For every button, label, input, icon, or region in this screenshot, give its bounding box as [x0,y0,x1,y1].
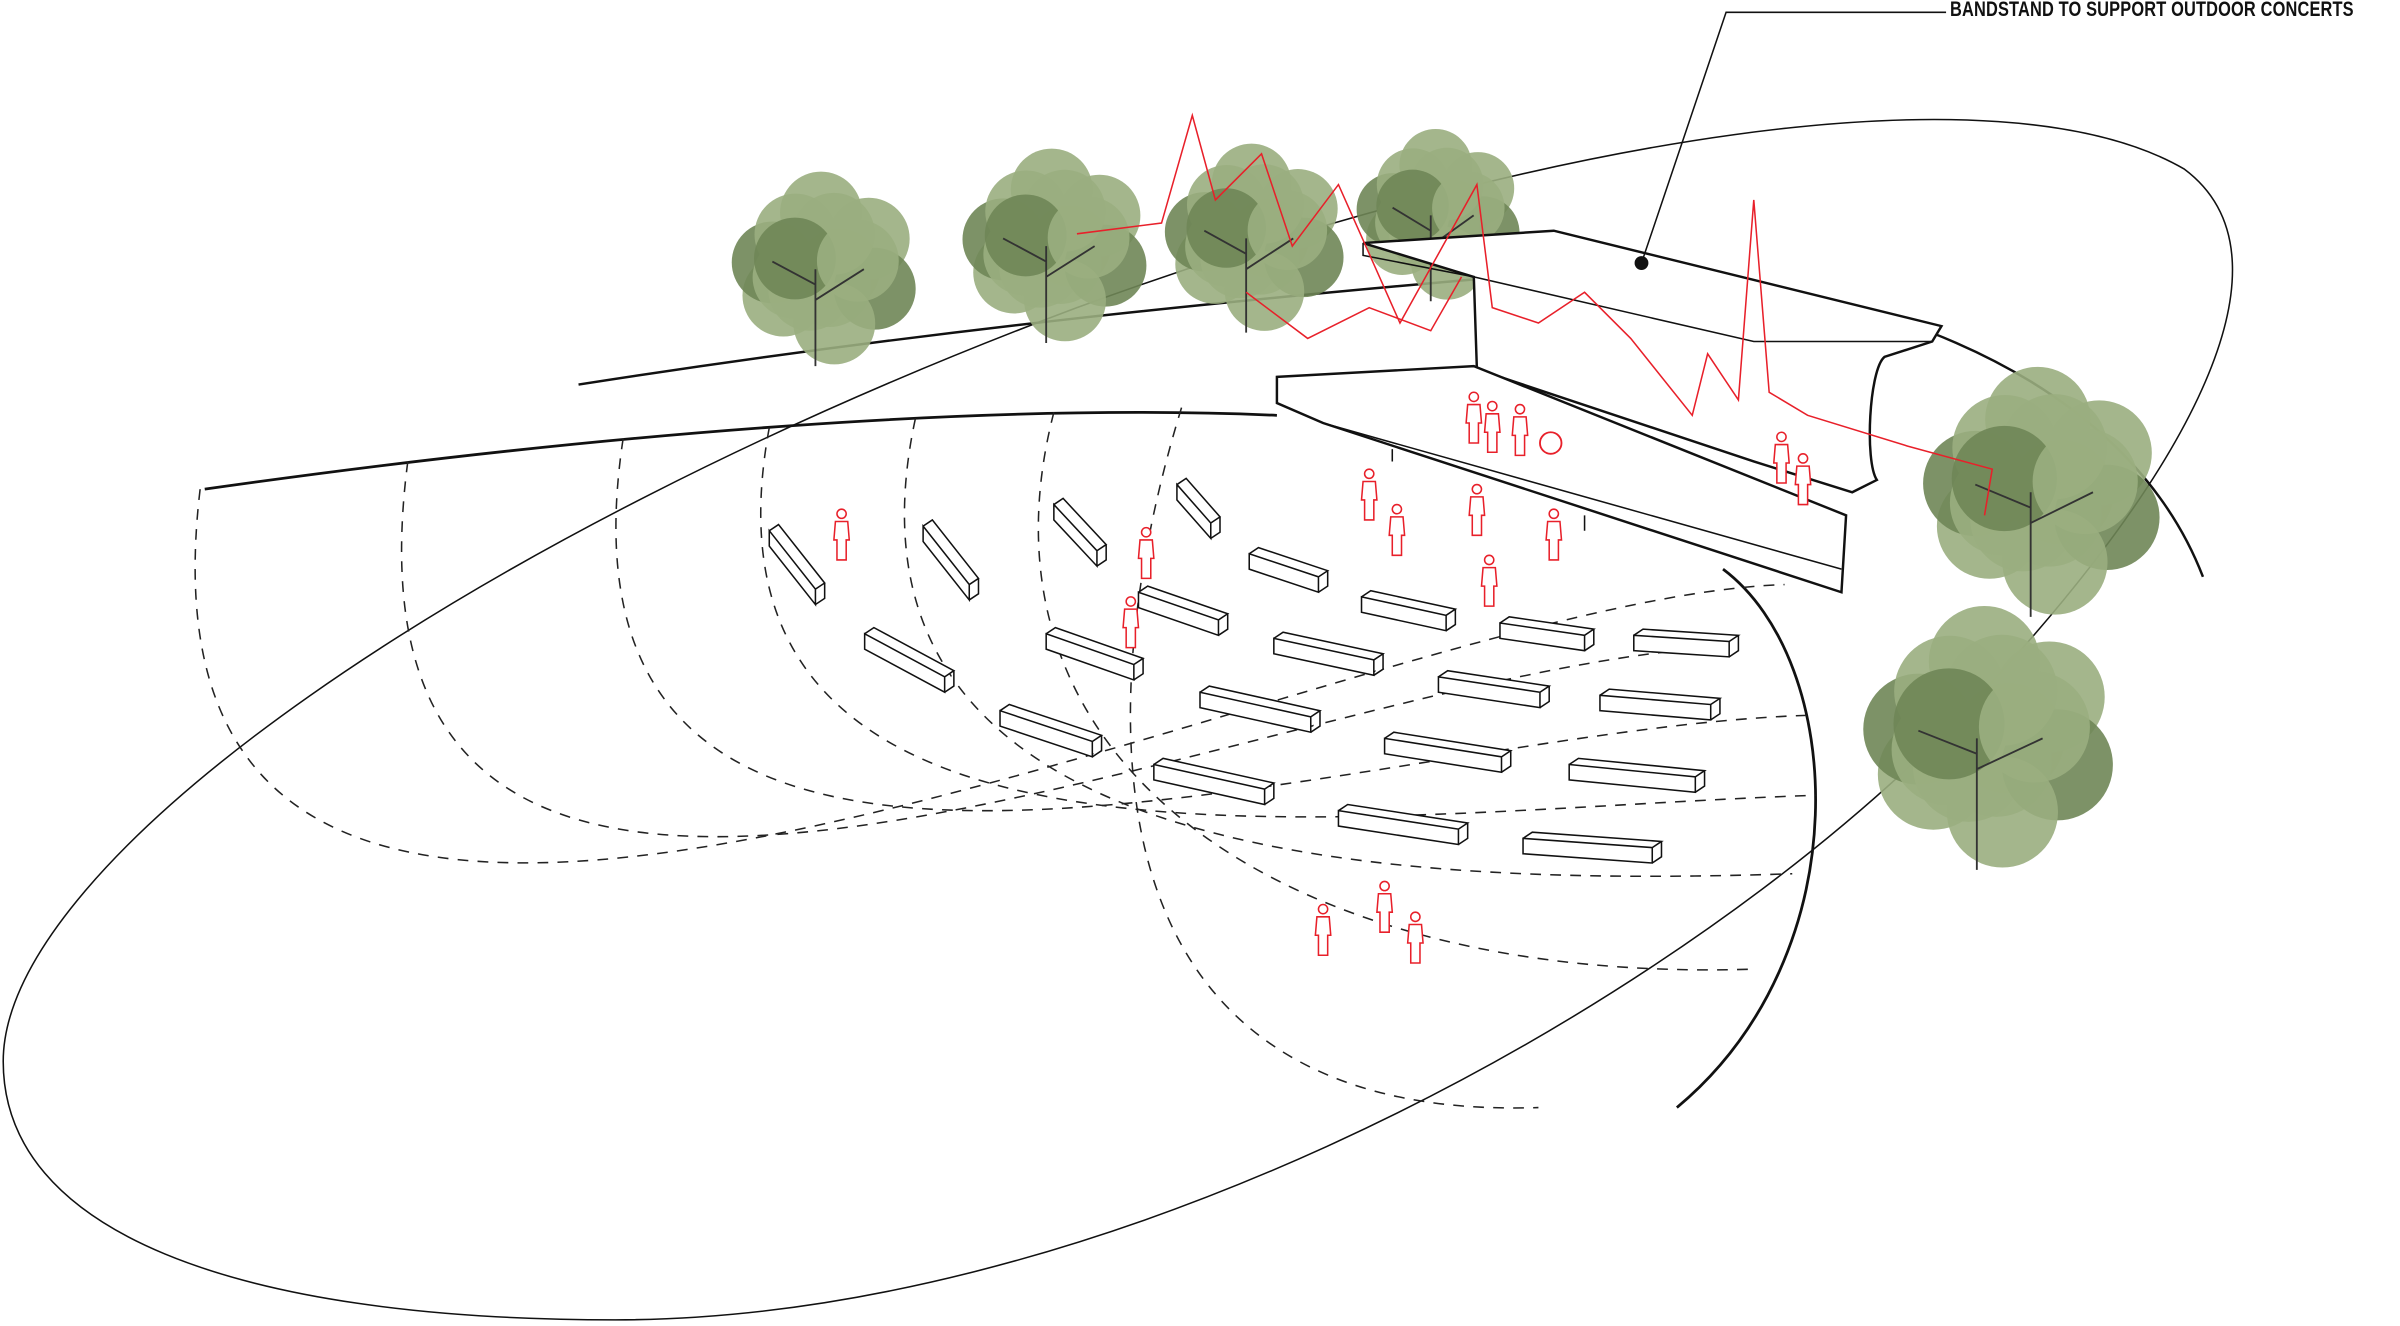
site-boundary-ellipse [2,118,2234,1321]
bench [1153,757,1276,806]
people-group [833,391,1812,964]
person-figure [1137,526,1155,580]
tree-trunk [1974,483,2094,617]
bench [1137,585,1230,637]
bench [1045,626,1145,682]
tree [731,171,916,367]
bench [1599,688,1723,721]
tree-trunk [1203,229,1294,333]
lawn-edge-line [204,411,1277,491]
tree-trunk [1002,237,1096,344]
tree-canopy-blob [1224,251,1305,331]
seating-arc [760,427,1816,818]
bench [1437,669,1552,709]
seating-arc [615,438,1808,812]
bench [1053,497,1108,569]
person-figure [1465,391,1483,444]
tree-canopy-blob [1432,171,1505,245]
tree [1923,366,2160,617]
tree-canopy-blob [1946,756,2058,868]
bench [1337,803,1470,846]
seating-arc [400,461,1739,838]
bench [999,703,1104,758]
leader-line [1640,11,1947,264]
bench [1568,757,1707,794]
person-figure [1406,911,1424,964]
person-figure [1360,468,1378,521]
tree-trunk [771,260,865,367]
person-figure [1122,596,1140,649]
bench [922,518,980,603]
seating-arc [1037,412,1754,971]
person-figure [833,508,851,561]
bench [1633,628,1741,658]
bench [1248,546,1330,594]
person-figure [1772,431,1790,484]
tree-trunk [1918,729,2043,870]
bench [1499,616,1596,652]
person-figure [1376,880,1394,933]
bench [1522,831,1664,864]
tree-canopy-blob [816,219,899,302]
tree-canopy-blob [1024,259,1106,342]
person-figure [1483,400,1501,454]
seating-arc [194,489,1785,864]
drum-kit [1539,431,1563,455]
seating-arcs [194,407,1816,1109]
bandstand-callout-label: BANDSTAND TO SUPPORT OUTDOOR CONCERTS [1950,0,2354,21]
bench [1176,477,1222,541]
bench [1360,589,1458,632]
person-figure [1468,483,1486,537]
person-figure [1511,403,1529,457]
person-figure [1314,903,1332,957]
bandstand [1275,229,1944,594]
lawn-edge-right [1675,568,1817,1109]
tree-canopy-blob [793,282,876,365]
leader-dot [1634,256,1649,270]
person-figure [1480,554,1498,607]
tree-canopy-blob [1047,196,1130,279]
sound-lines [1076,112,1994,516]
tree [962,148,1147,344]
bench [768,523,826,607]
person-figure [1545,508,1563,561]
trees-group [731,128,2160,870]
person-figure [1388,503,1406,557]
person-figure [1794,453,1812,506]
benches-group [768,477,1741,864]
tree-canopy-blob [2002,509,2108,615]
tree-canopy-blob [2032,428,2138,535]
bench [1199,685,1322,734]
tree [1164,143,1344,333]
bench [1383,731,1513,774]
bench [863,626,956,694]
bench [1273,631,1385,677]
seating-arc [903,418,1793,878]
tree-canopy-blob [1978,671,2090,783]
tree [1863,605,2113,870]
